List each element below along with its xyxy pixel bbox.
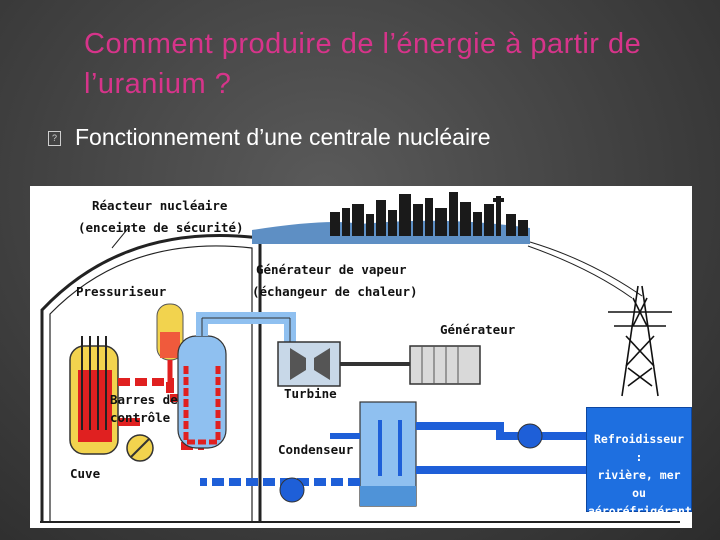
label-vessel: Cuve (70, 466, 101, 481)
label-pressurizer: Pressuriseur (76, 284, 167, 299)
label-condenser: Condenseur (278, 442, 354, 457)
pylon-icon (608, 285, 672, 397)
nuclear-plant-diagram: Réacteur nucléaire (enceinte de sécurité… (30, 186, 692, 528)
diagram-drawing (40, 192, 680, 523)
label-control-rods-1: Barres de (110, 392, 178, 407)
reactor-vessel (69, 336, 119, 455)
turbine-icon (277, 341, 341, 387)
label-steam-generator-sub: (échangeur de chaleur) (252, 284, 418, 299)
label-reactor: Réacteur nucléaire (92, 198, 228, 213)
bullet-text: Fonctionnement d’une centrale nucléaire (75, 124, 491, 150)
slide-title: Comment produire de l’énergie à partir d… (84, 28, 642, 100)
cooling-circuit (416, 422, 586, 440)
label-steam-generator: Générateur de vapeur (256, 262, 407, 277)
label-turbine: Turbine (284, 386, 337, 401)
condensate-pump-icon (279, 477, 305, 503)
generator-icon (409, 345, 481, 385)
label-control-rods-2: contrôle (110, 410, 171, 425)
checkbox-bullet-icon: ? (48, 131, 61, 146)
label-cooler: Refroidisseur : rivière, mer ou aéroréfr… (588, 432, 692, 518)
label-reactor-sub: (enceinte de sécurité) (78, 220, 244, 235)
label-generator: Générateur (440, 322, 516, 337)
city-skyline-icon (252, 192, 530, 244)
containment-building (40, 234, 262, 522)
cooling-pump-icon (517, 423, 543, 449)
cooler-box (586, 407, 692, 512)
power-line (529, 241, 643, 297)
bullet-item: ? Fonctionnement d’une centrale nucléair… (48, 124, 491, 151)
